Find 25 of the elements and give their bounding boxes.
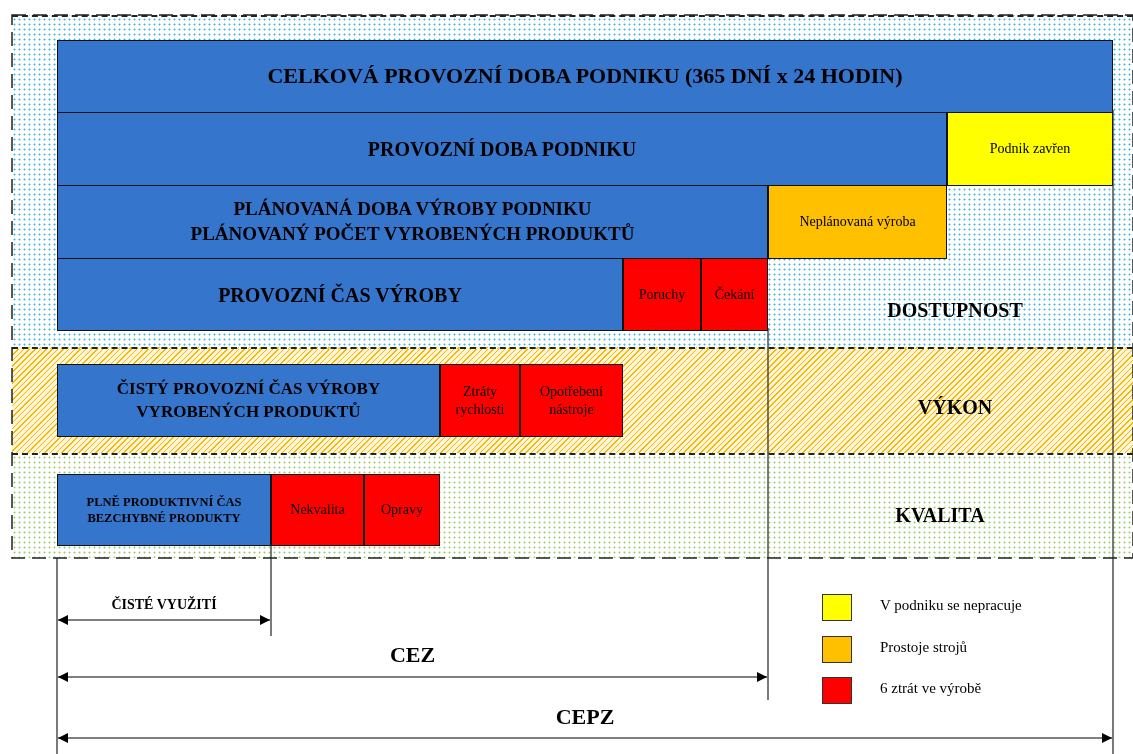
downtime-bar: Neplánovaná výroba (768, 185, 947, 259)
dimension-label: ČISTÉ VYUŽITÍ (111, 597, 217, 613)
time-bar: ČISTÝ PROVOZNÍ ČAS VÝROBY VYROBENÝCH PRODUKTŮ (57, 364, 440, 437)
availability-band (12, 15, 1133, 347)
legend-label: 6 ztrát ve výrobě (880, 680, 982, 697)
quality-band (12, 453, 1133, 558)
band-label: DOSTUPNOST (887, 298, 1023, 322)
performance-band (12, 347, 1133, 453)
legend-label: Prostoje strojů (880, 639, 968, 656)
time-bar: PROVOZNÍ ČAS VÝROBY (57, 258, 623, 331)
time-bar: PROVOZNÍ DOBA PODNIKU (57, 112, 947, 186)
band-label: KVALITA (895, 503, 985, 527)
legend-label: V podniku se nepracuje (880, 597, 1022, 614)
loss-bar: Opravy (364, 474, 440, 546)
loss-bar: Ztráty rychlosti (440, 364, 520, 437)
time-bar: PLNĚ PRODUKTIVNÍ ČAS BEZCHYBNÉ PRODUKTY (57, 474, 271, 546)
time-bar: PLÁNOVANÁ DOBA VÝROBY PODNIKU PLÁNOVANÝ POČET VYROBENÝCH PRODUKTŮ (57, 185, 768, 259)
time-bar: CELKOVÁ PROVOZNÍ DOBA PODNIKU (365 DNÍ x 24 HODIN) (57, 40, 1113, 113)
dimension-label: CEZ (389, 642, 436, 668)
loss-bar: Opotřebení nástroje (520, 364, 623, 437)
loss-bar: Poruchy (623, 258, 701, 331)
loss-bar: Nekvalita (271, 474, 364, 546)
loss-bar: Čekání (701, 258, 768, 331)
dimension-label: CEPZ (555, 704, 615, 730)
closed-time-bar: Podnik zavřen (947, 112, 1113, 186)
